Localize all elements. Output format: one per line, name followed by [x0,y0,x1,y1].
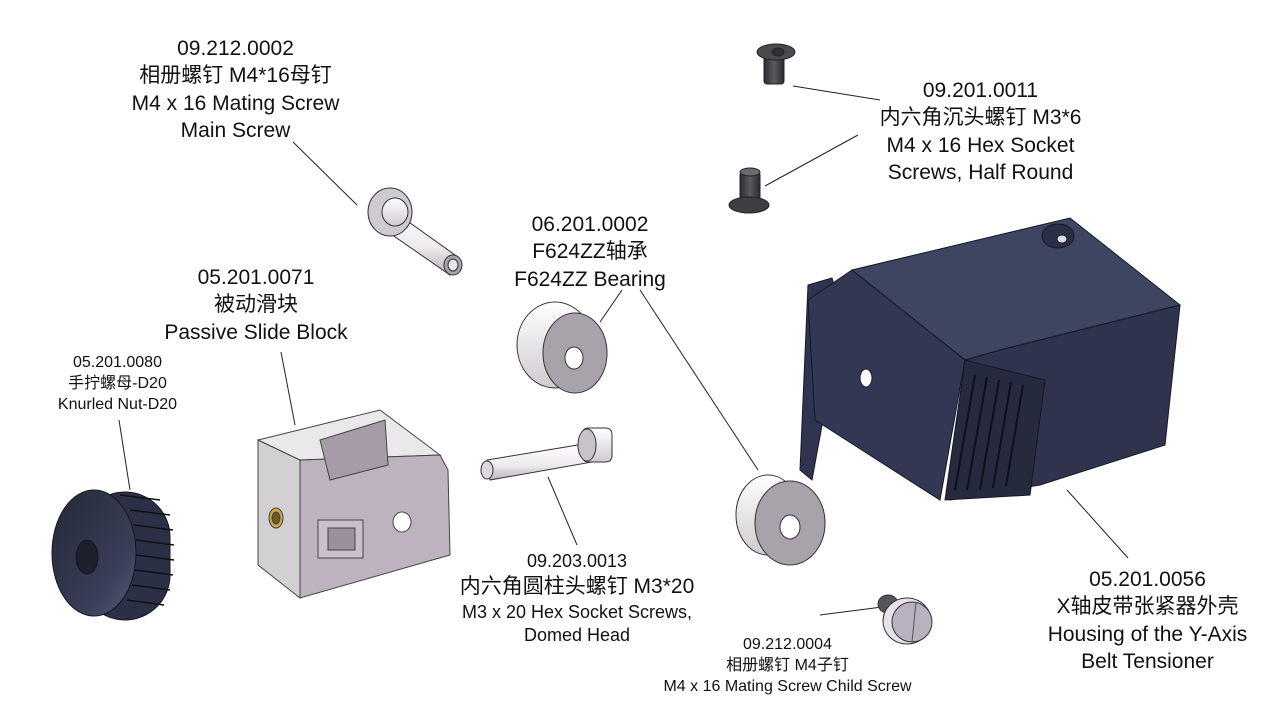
leader-countersunk-top [792,85,881,101]
part-code: 09.201.0011 [922,79,1039,102]
part-name-cn: 内六角沉头螺钉 M3*6 [879,106,1082,130]
leader-bearing-2 [639,289,759,471]
part-code: 06.201.0002 [531,213,649,236]
leader-countersunk-bottom [764,134,859,187]
part-code: 05.201.0056 [1089,568,1206,591]
part-code: 05.201.0080 [73,354,162,371]
leader-m3x20 [547,476,578,546]
leader-lines [118,85,1129,616]
part-housing [799,217,1182,501]
part-name-en: M4 x 16 Mating Screw [131,91,340,115]
part-name-en: Housing of the Y-Axis [1047,622,1248,646]
part-code: 05.201.0071 [197,266,315,289]
label-countersunk-screws: 09.201.0011 内六角沉头螺钉 M3*6 M4 x 16 Hex Soc… [848,77,1113,186]
part-name-en: Passive Slide Block [164,320,348,344]
label-bearing: 06.201.0002 F624ZZ轴承 F624ZZ Bearing [495,211,685,293]
label-housing: 05.201.0056 X轴皮带张紧器外壳 Housing of the Y-A… [1030,566,1264,675]
part-name-en: M4 x 16 Mating Screw Child Screw [663,677,912,695]
part-code: 09.203.0013 [526,551,628,571]
label-m3x20-screw: 09.203.0013 内六角圆柱头螺钉 M3*20 M3 x 20 Hex S… [437,550,717,647]
part-name-cn: F624ZZ轴承 [532,240,648,264]
leader-housing [1066,489,1129,559]
part-name-cn: 被动滑块 [214,293,298,317]
part-knurled-nut [51,489,175,621]
leader-knurled-nut [118,419,131,491]
leader-slide-block [280,351,296,426]
part-name-en: M4 x 16 Hex Socket [886,133,1075,157]
part-countersunk-screw-top [756,43,796,85]
part-bearing-lower [735,474,826,566]
label-slide-block: 05.201.0071 被动滑块 Passive Slide Block [150,264,362,346]
part-name-en: Main Screw [180,118,291,142]
part-name-en: Knurled Nut-D20 [57,395,178,413]
part-name-cn: 相册螺钉 M4*16母钉 [139,64,332,88]
part-name-en: M3 x 20 Hex Socket Screws, [461,601,693,622]
part-name-cn: 内六角圆柱头螺钉 M3*20 [459,575,695,599]
part-child-screw [877,594,933,645]
part-name-en: Belt Tensioner [1081,649,1214,673]
part-name-cn: 手拧螺母-D20 [68,374,167,392]
label-child-screw: 09.212.0004 相册螺钉 M4子钉 M4 x 16 Mating Scr… [650,635,925,697]
leader-child-screw [819,606,883,616]
part-name-en: Screws, Half Round [887,160,1074,184]
part-name-cn: X轴皮带张紧器外壳 [1056,595,1239,619]
part-name-en: Domed Head [523,625,631,646]
part-m3x20-screw [480,427,613,481]
part-main-screw [367,187,463,276]
part-name-en: F624ZZ Bearing [514,267,666,291]
part-slide-block [256,409,451,600]
part-bearing-upper [516,301,608,394]
label-knurled-nut: 05.201.0080 手拧螺母-D20 Knurled Nut-D20 [40,353,195,415]
part-code: 09.212.0004 [743,636,832,653]
label-main-screw: 09.212.0002 相册螺钉 M4*16母钉 M4 x 16 Mating … [108,35,363,144]
leader-main-screw [292,141,358,206]
leader-bearing-1 [599,289,623,323]
part-name-cn: 相册螺钉 M4子钉 [726,656,849,674]
part-countersunk-screw-bottom [728,167,770,214]
part-code: 09.212.0002 [177,37,294,60]
